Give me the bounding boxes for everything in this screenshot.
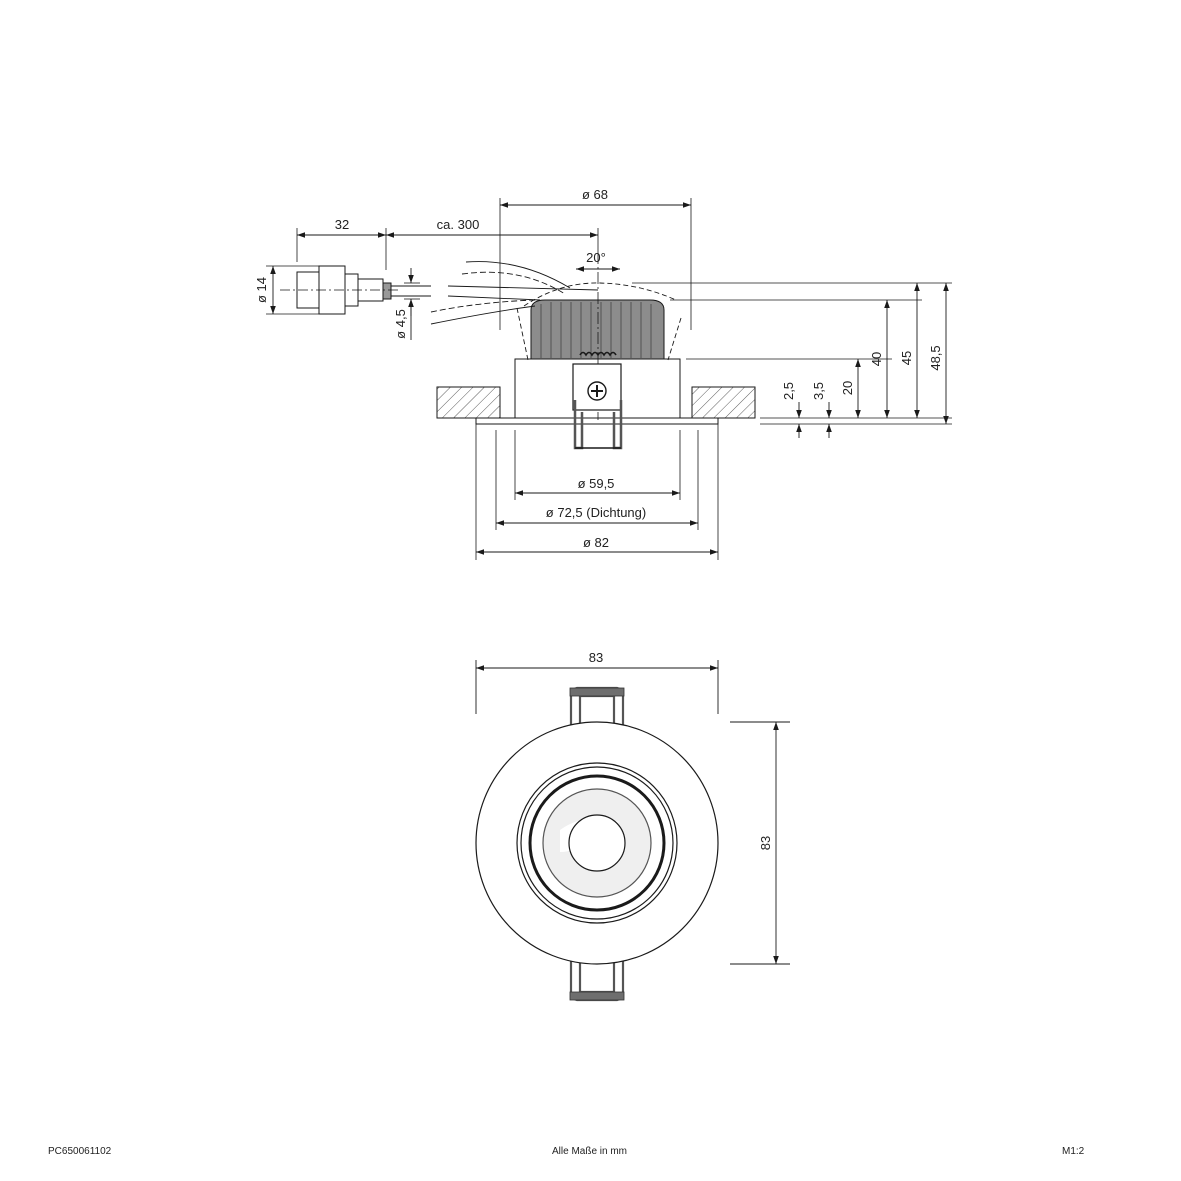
scale-label: M1:2 bbox=[1062, 1146, 1085, 1157]
label-height-20: 20 bbox=[840, 381, 855, 395]
label-height-45: 45 bbox=[899, 351, 914, 365]
label-cable-diameter: ø 4,5 bbox=[393, 309, 408, 339]
flange bbox=[475, 417, 719, 425]
plan-dimensions bbox=[475, 660, 790, 965]
label-cable-length: ca. 300 bbox=[437, 217, 480, 232]
cables bbox=[430, 261, 599, 325]
label-height-48-5: 48,5 bbox=[928, 345, 943, 370]
connector bbox=[280, 265, 431, 315]
article-number: PC650061102 bbox=[48, 1146, 112, 1157]
label-height-2-5: 2,5 bbox=[781, 382, 796, 400]
label-connector-diameter: ø 14 bbox=[254, 277, 269, 303]
dimension-lines bbox=[270, 202, 949, 555]
label-height-40: 40 bbox=[869, 352, 884, 366]
label-height-3-5: 3,5 bbox=[811, 382, 826, 400]
ceiling-right bbox=[691, 386, 756, 419]
label-plan-height: 83 bbox=[758, 836, 773, 850]
label-seal-diameter: ø 72,5 (Dichtung) bbox=[546, 505, 646, 520]
label-cable-32: 32 bbox=[335, 217, 349, 232]
side-view-labels: ø 68 32 ca. 300 20° ø 14 ø 4,5 2,5 3,5 2… bbox=[254, 187, 943, 550]
label-plan-width: 83 bbox=[589, 650, 603, 665]
tilt-outline bbox=[516, 282, 682, 361]
plan-view bbox=[475, 686, 719, 1002]
label-top-diameter: ø 68 bbox=[582, 187, 608, 202]
units-note: Alle Maße in mm bbox=[552, 1146, 628, 1157]
side-view bbox=[266, 198, 952, 560]
label-tilt-angle: 20° bbox=[586, 250, 606, 265]
led-lens bbox=[568, 814, 626, 872]
extension-lines bbox=[266, 198, 952, 560]
label-flange-diameter: ø 82 bbox=[583, 535, 609, 550]
ceiling-left bbox=[436, 386, 501, 419]
label-cutout-diameter: ø 59,5 bbox=[578, 476, 615, 491]
screw-icon bbox=[587, 381, 607, 401]
